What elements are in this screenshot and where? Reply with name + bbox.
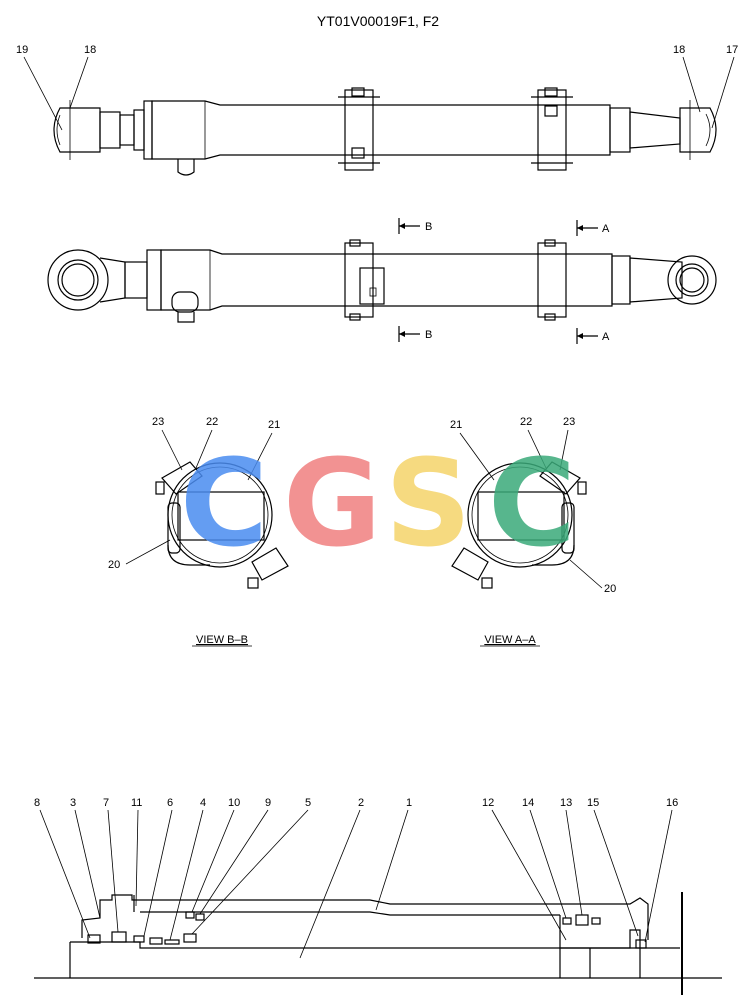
view-bb-drawing [155,461,289,589]
callout-8: 8 [34,797,40,809]
callout-3: 3 [70,797,76,809]
callout-22-aa: 22 [520,416,532,428]
watermark-letter-s: S [385,435,471,574]
cgsc-watermark: C G S C [180,435,576,574]
callout-7: 7 [103,797,109,809]
callout-20-bb: 20 [108,559,120,571]
section-marker-b-bottom: B [398,326,432,342]
callout-23-aa: 23 [563,416,575,428]
callout-17: 17 [726,44,738,56]
callout-10: 10 [228,797,240,809]
callout-15: 15 [587,797,599,809]
callout-14: 14 [522,797,534,809]
callout-9: 9 [265,797,271,809]
callout-4: 4 [200,797,206,809]
callout-16: 16 [666,797,678,809]
callout-11: 11 [131,797,142,809]
callout-1: 1 [406,797,412,809]
callout-2: 2 [358,797,364,809]
callout-19: 19 [16,44,28,56]
callout-20-aa: 20 [604,583,616,595]
callout-6: 6 [167,797,173,809]
cylinder-top-view [53,87,717,176]
callout-21-aa: 21 [450,419,462,431]
callout-18-right: 18 [673,44,685,56]
view-aa-drawing [451,461,587,589]
section-marker-a-bottom: A [576,328,610,344]
callout-23-bb: 23 [152,416,164,428]
callout-5: 5 [305,797,311,809]
callout-21-bb: 21 [268,419,280,431]
watermark-letter-c1: C [180,435,268,574]
watermark-letter-c2: C [488,435,576,574]
section-marker-a-top: A [576,220,610,236]
view-bb-label: VIEW B–B [196,634,248,646]
svg-text:A: A [602,223,610,235]
diagram-title: YT01V00019F1, F2 [317,13,439,29]
callout-13: 13 [560,797,572,809]
section-marker-b-top: B [398,218,432,234]
callout-12: 12 [482,797,494,809]
watermark-letter-g: G [283,435,382,574]
svg-text:B: B [425,329,432,341]
svg-text:B: B [425,221,432,233]
section-view [34,892,722,995]
cylinder-side-view [47,239,717,323]
view-aa-label: VIEW A–A [484,634,536,646]
svg-text:A: A [602,331,610,343]
callout-18-left: 18 [84,44,96,56]
callout-22-bb: 22 [206,416,218,428]
